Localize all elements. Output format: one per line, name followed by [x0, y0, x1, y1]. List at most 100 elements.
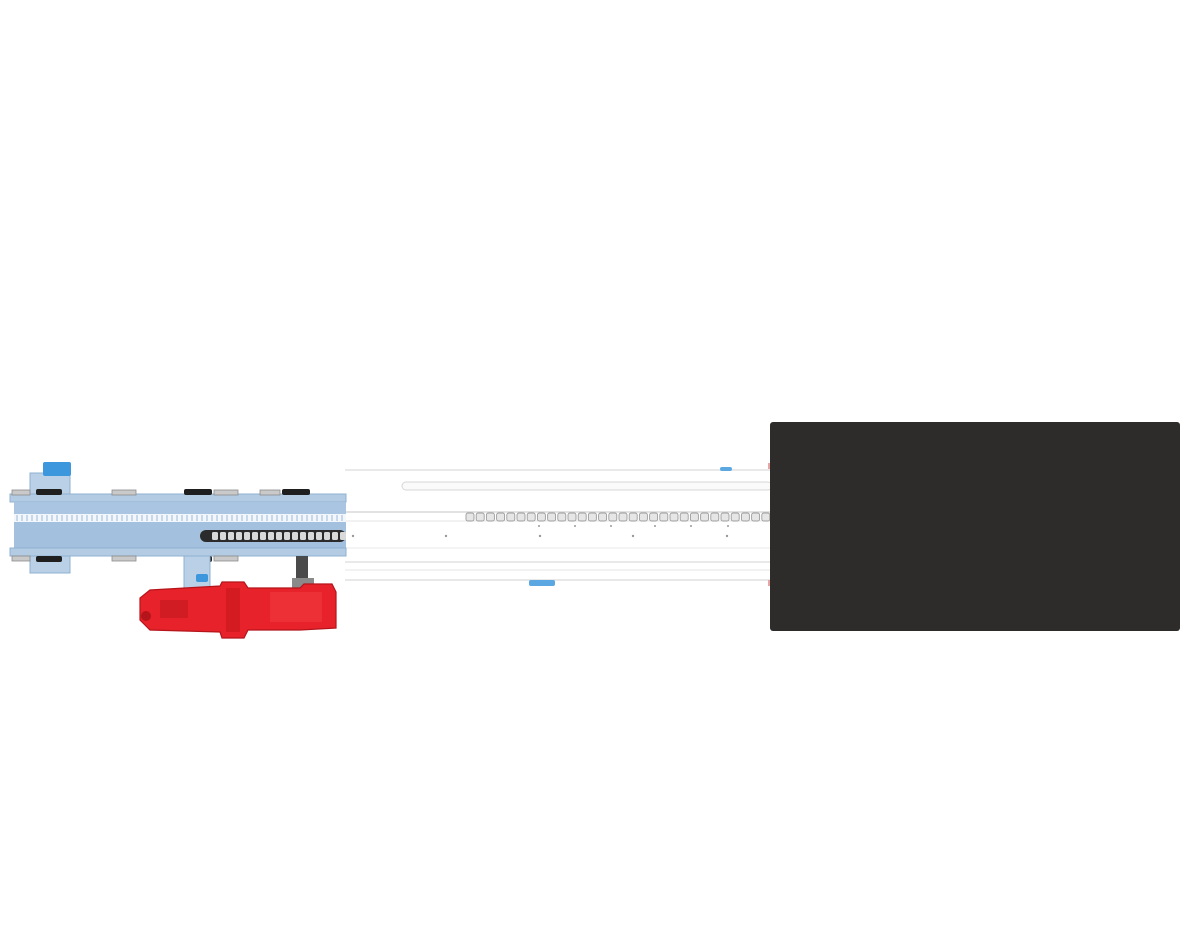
- roller-chain: [465, 512, 771, 522]
- drive-chain-link: [252, 532, 258, 540]
- tensioner-clamp-icon: [43, 462, 71, 476]
- belt-tooth: [191, 515, 193, 521]
- belt-tooth: [331, 515, 333, 521]
- belt-tooth: [341, 515, 343, 521]
- belt-tooth: [136, 515, 138, 521]
- drive-chain-link: [308, 532, 314, 540]
- drive-chain-link: [300, 532, 306, 540]
- belt-tooth: [151, 515, 153, 521]
- belt-tooth: [216, 515, 218, 521]
- rail-fastener-dots: [351, 525, 729, 538]
- drive-chain-link: [324, 532, 330, 540]
- belt-tooth: [291, 515, 293, 521]
- belt-tooth: [226, 515, 228, 521]
- belt-tooth: [61, 515, 63, 521]
- chain-link: [577, 512, 587, 522]
- belt-tooth: [56, 515, 58, 521]
- belt-tooth: [246, 515, 248, 521]
- chain-link: [689, 512, 699, 522]
- chain-link: [598, 512, 608, 522]
- chain-link: [679, 512, 689, 522]
- drive-chain-link: [332, 532, 338, 540]
- drive-chain-link: [292, 532, 298, 540]
- belt-tooth: [256, 515, 258, 521]
- belt-tooth: [266, 515, 268, 521]
- drive-chain-link: [268, 532, 274, 540]
- chain-link: [649, 512, 659, 522]
- belt-tooth: [271, 515, 273, 521]
- chain-link: [608, 512, 618, 522]
- belt-tooth: [126, 515, 128, 521]
- drive-frame: [9, 462, 347, 591]
- drive-chain-link: [284, 532, 290, 540]
- belt-tooth: [171, 515, 173, 521]
- belt-tooth: [131, 515, 133, 521]
- chain-link: [536, 512, 546, 522]
- belt-tooth: [96, 515, 98, 521]
- chain-link: [669, 512, 679, 522]
- belt-tooth: [26, 515, 28, 521]
- belt-tooth: [101, 515, 103, 521]
- belt-tooth: [81, 515, 83, 521]
- belt-tooth: [296, 515, 298, 521]
- belt-tooth: [241, 515, 243, 521]
- chain-rail: [345, 463, 773, 586]
- belt-tooth: [281, 515, 283, 521]
- chain-link: [730, 512, 740, 522]
- dark-panel: [770, 422, 1180, 631]
- drive-chain-link: [276, 532, 282, 540]
- drive-chain-link: [212, 532, 218, 540]
- belt-tooth: [236, 515, 238, 521]
- belt-tooth: [71, 515, 73, 521]
- gear-motor: [139, 556, 337, 639]
- drive-chain-link: [340, 532, 346, 540]
- belt-tooth: [276, 515, 278, 521]
- chain-link: [496, 512, 506, 522]
- chain-link: [587, 512, 597, 522]
- chain-link: [700, 512, 710, 522]
- drive-chain-link: [244, 532, 250, 540]
- drive-chain-link: [260, 532, 266, 540]
- chain-link: [761, 512, 771, 522]
- belt-tooth: [321, 515, 323, 521]
- belt-tooth: [156, 515, 158, 521]
- belt-tooth: [111, 515, 113, 521]
- chain-link: [557, 512, 567, 522]
- chain-link: [526, 512, 536, 522]
- belt-tooth: [86, 515, 88, 521]
- belt-tooth: [106, 515, 108, 521]
- belt-tooth: [311, 515, 313, 521]
- belt-tooth: [301, 515, 303, 521]
- chain-link: [740, 512, 750, 522]
- motor-mount-plate: [183, 555, 211, 591]
- belt-tooth: [161, 515, 163, 521]
- belt-tooth: [41, 515, 43, 521]
- belt-tooth: [261, 515, 263, 521]
- belt-tooth: [211, 515, 213, 521]
- belt-tooth: [51, 515, 53, 521]
- belt-tooth: [166, 515, 168, 521]
- belt-tooth: [336, 515, 338, 521]
- rail-clamp-icon: [529, 467, 732, 586]
- mount-clamp-icon: [196, 574, 208, 582]
- drive-chain-link: [316, 532, 322, 540]
- belt-tooth: [16, 515, 18, 521]
- belt-tooth: [76, 515, 78, 521]
- chain-link: [475, 512, 485, 522]
- belt-tooth: [31, 515, 33, 521]
- belt-tooth: [176, 515, 178, 521]
- belt-tooth: [221, 515, 223, 521]
- chain-link: [465, 512, 475, 522]
- belt-tooth: [251, 515, 253, 521]
- chain-link: [638, 512, 648, 522]
- belt-tooth: [206, 515, 208, 521]
- chain-link: [567, 512, 577, 522]
- chain-link: [751, 512, 761, 522]
- belt-teeth: [16, 515, 343, 521]
- belt-tooth: [21, 515, 23, 521]
- chain-link: [516, 512, 526, 522]
- belt-tooth: [231, 515, 233, 521]
- belt-tooth: [186, 515, 188, 521]
